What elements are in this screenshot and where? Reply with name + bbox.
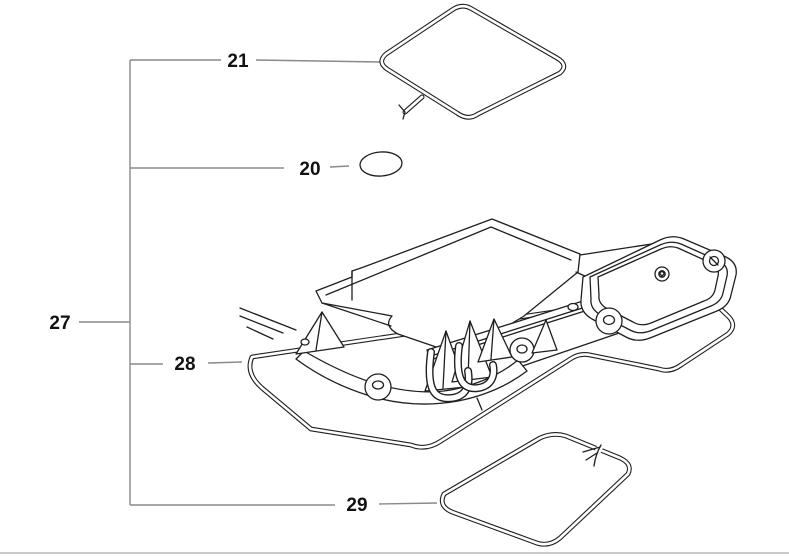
clip-1-hole [300, 338, 310, 346]
clip-4 [477, 318, 513, 363]
clip-1 [295, 311, 345, 355]
pad-screw-slot [658, 270, 666, 277]
clip-4-rib [490, 318, 495, 360]
bottom-gasket-seal [439, 432, 632, 547]
gasket-21-tail-fork [398, 104, 406, 120]
boss-right-hole [602, 314, 616, 326]
callout-label-27: 27 [49, 313, 70, 334]
boss-middle-hole [516, 344, 528, 354]
hook-channel-1-inner [426, 349, 472, 401]
chassis-assembly [239, 218, 737, 405]
gasket-21-inner-line [380, 4, 566, 119]
plug-outline [359, 151, 403, 177]
callout-labels: 21 20 27 28 29 [49, 51, 367, 516]
gasket-28-mold-tick [476, 397, 483, 411]
leader-20 [130, 165, 350, 169]
rail-hole [567, 302, 579, 312]
gasket-21-tail-inner [403, 95, 424, 114]
snap-clips [295, 311, 558, 403]
callout-label-21: 21 [227, 51, 249, 72]
clip-2-rib [442, 330, 447, 389]
callout-leader-lines [79, 59, 438, 506]
gasket-29-hook [582, 444, 602, 467]
pad-top-surface [597, 246, 719, 326]
callout-label-20: 20 [299, 159, 320, 180]
base-plate-edges [239, 307, 297, 340]
leader-28 [130, 361, 243, 365]
boss-left-hole [371, 380, 385, 390]
leader-29 [130, 502, 438, 506]
callout-label-28: 28 [174, 354, 195, 375]
oval-plug [359, 151, 403, 177]
top-gasket-seal [379, 3, 567, 120]
ear-boss-slot [709, 256, 719, 266]
cover-detail-lines [321, 226, 572, 393]
clip-1-rib [315, 311, 323, 351]
gasket-21-outline [379, 3, 567, 120]
leader-21 [130, 59, 381, 63]
callout-label-29: 29 [346, 495, 367, 516]
gasket-29-inner-line [440, 433, 631, 546]
clip-5 [531, 319, 558, 354]
hook-channel-2-inner [455, 343, 497, 391]
